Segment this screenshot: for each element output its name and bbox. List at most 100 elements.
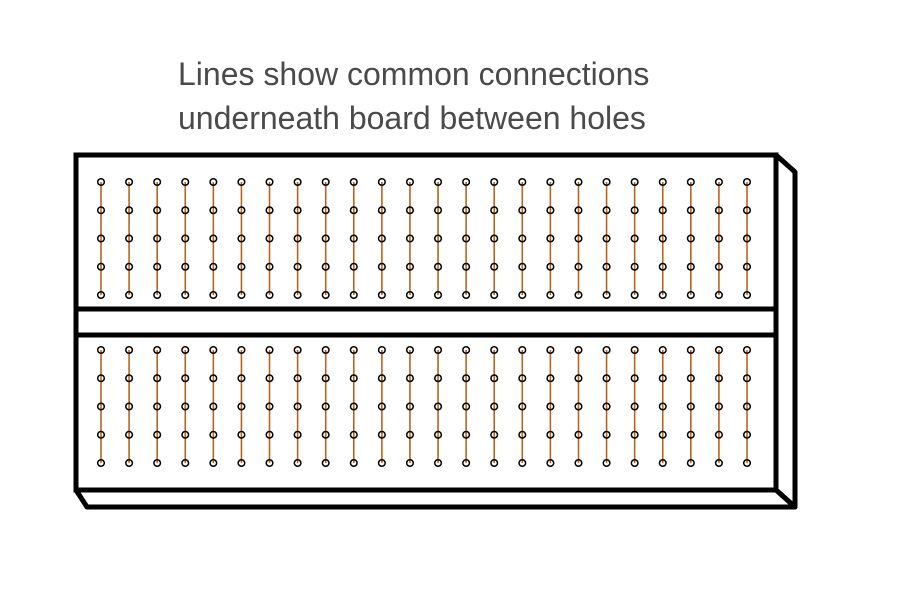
hole [602,345,611,355]
hole [265,345,274,355]
hole [658,374,667,383]
hole [602,458,611,468]
hole [293,402,302,411]
hole [237,206,246,215]
hole [349,262,358,271]
hole-column-top-13 [433,177,443,300]
hole [433,290,443,300]
hole [742,206,752,215]
hole [574,290,583,300]
hole [546,374,555,383]
hole [153,402,162,411]
hole [237,177,246,187]
hole [602,177,611,187]
hole [546,206,555,215]
hole [265,402,274,411]
hole-column-top-5 [209,177,218,300]
hole [546,234,555,243]
hole [153,262,162,271]
hole [265,206,274,215]
hole [546,290,555,300]
hole-column-bottom-18 [574,345,583,468]
hole-column-top-9 [321,177,330,300]
hole [742,374,752,383]
hole [462,290,471,300]
hole [686,206,695,215]
hole [462,458,471,468]
hole [321,234,330,243]
hole [433,402,443,411]
hole [321,206,330,215]
hole [462,177,471,187]
hole [405,177,415,187]
hole [265,177,274,187]
hole [349,290,358,300]
hole [742,345,752,355]
hole [433,430,443,439]
hole [714,234,723,243]
hole [686,430,695,439]
hole [630,177,639,187]
hole [293,345,302,355]
hole [405,458,415,468]
hole [714,206,723,215]
hole [237,262,246,271]
hole [490,206,499,215]
hole [265,374,274,383]
hole [321,345,330,355]
hole [377,234,386,243]
hole [658,402,667,411]
hole [209,374,218,383]
hole [462,402,471,411]
hole [96,345,106,355]
hole [574,206,583,215]
hole [630,458,639,468]
hole [181,290,190,300]
hole [518,262,527,271]
hole [686,290,695,300]
hole [574,177,583,187]
hole [630,262,639,271]
hole [377,430,386,439]
hole [686,458,695,468]
hole [237,402,246,411]
hole [574,345,583,355]
hole [181,345,190,355]
hole [349,345,358,355]
hole [209,262,218,271]
hole [462,262,471,271]
hole [518,345,527,355]
hole [714,402,723,411]
hole [602,374,611,383]
hole [293,206,302,215]
breadboard-bottom-face [73,487,798,510]
hole [349,206,358,215]
hole [602,290,611,300]
hole [462,374,471,383]
hole [125,290,134,300]
hole [377,345,386,355]
hole [658,262,667,271]
hole [96,177,106,187]
hole [209,234,218,243]
hole [209,345,218,355]
hole [546,177,555,187]
hole [377,402,386,411]
hole-column-bottom-16 [518,345,527,468]
hole [742,402,752,411]
hole [742,262,752,271]
hole [433,177,443,187]
hole [714,345,723,355]
hole-column-top-14 [462,177,471,300]
hole-column-top-2 [125,177,134,300]
hole-column-top-21 [658,177,667,300]
hole-column-bottom-1 [96,345,106,468]
hole-column-bottom-22 [686,345,695,468]
hole [377,458,386,468]
hole-column-bottom-11 [377,345,386,468]
hole [209,177,218,187]
hole [349,402,358,411]
hole [546,262,555,271]
hole [153,234,162,243]
hole-column-bottom-13 [433,345,443,468]
